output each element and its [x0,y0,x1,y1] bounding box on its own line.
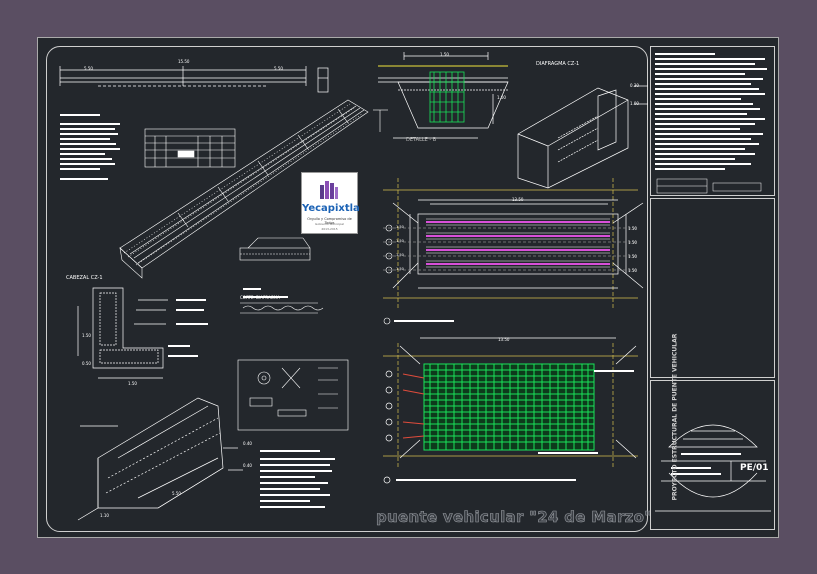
dim-plan-row-4: 1.50 [628,268,637,273]
dim-rebar-span: 13.50 [498,337,510,342]
drawing-area-border [46,46,648,532]
rebar-note-2 [538,452,598,454]
dim-deck-top: 1.50 [440,52,449,57]
drawing-linework [59,52,648,521]
diaphragm-3d [517,85,648,189]
logo-subtitle: Gobierno Municipal [315,222,344,226]
dim-plan-row-1: 1.50 [628,226,637,231]
dim-plan-span: 13.50 [512,197,524,202]
rebar-plan-mesh [423,363,595,451]
label-diafragma: DIAFRAGMA CZ-1 [536,61,580,67]
rebar-plan-marks [402,373,425,439]
sheet-title: puente vehicular "24 de Marzo" [376,508,653,526]
label-cabezal: CABEZAL CZ-1 [66,275,103,281]
municipality-logo: Yecapixtla Orgullo y Compromiso de Todos… [301,172,360,234]
tb-sheet-info [650,380,775,530]
rebar-plan-frame [383,337,638,484]
slab-details [237,237,349,431]
tb-blank [650,198,775,378]
label-detalle: DETALLE - B [406,137,437,143]
deck-cross-section [378,52,509,139]
dim-foot-c: 5.50 [172,491,181,496]
wingwall-3d [77,397,243,521]
dim-foot-b: 0.40 [243,463,252,468]
plan-view [383,178,644,308]
rebar-caption [396,479,576,481]
rebar-note-1 [594,370,634,372]
dim-plan-row-2: 1.50 [628,240,637,245]
plan-markers [383,224,393,325]
dim-diaf-a: 0.30 [630,83,639,88]
logo-name: Yecapixtla [302,203,360,214]
cabezal-notes [168,299,208,357]
plan-girders [426,221,610,265]
top-elevation [59,66,329,93]
dim-plan-left-3: 1.50 [396,253,404,257]
label-corte: CORTE: DIAFRAGMA [240,295,280,300]
tb-general-notes [650,46,775,196]
sheet-number: PE/01 [740,463,769,473]
dim-plan-left-2: 1.50 [396,239,404,243]
deck-rebar [429,71,465,123]
dim-plan-left-4: 1.50 [396,267,404,271]
cabezal-section [77,287,168,379]
dim-top-left: 5.50 [84,66,93,71]
logo-period: 2013-2015 [321,227,338,231]
dim-deck-side: 1.00 [497,95,506,100]
logo-emblem-icon [320,181,338,199]
plan-girder-edges [426,218,610,268]
dim-plan-left-1: 1.50 [396,225,404,229]
drawing-sheet: Yecapixtla Orgullo y Compromiso de Todos… [37,37,779,538]
dim-foot-d: 1.10 [100,513,109,518]
logo-slogan: Orgullo y Compromiso de Todos [307,217,352,225]
dim-foot-a: 0.40 [243,441,252,446]
dim-plan-row-3: 1.50 [628,254,637,259]
tb-sheet-graphics [655,424,771,512]
dim-top-right: 5.50 [274,66,283,71]
dim-cab-height: 1.50 [82,333,91,338]
project-label: PROYECTO ESTRUCTURAL DE PUENTE VEHICULAR [671,333,679,501]
dim-top-total: 15.50 [178,59,190,64]
notes-middle [243,288,335,508]
tb-notes-lines [655,53,767,194]
plan-caption [394,320,454,322]
dim-cab-base: 1.50 [128,381,137,386]
rebar-table [144,128,236,168]
dim-diaf-b: 1.00 [630,101,639,106]
title-block: PE/01 PROYECTO ESTRUCTURAL DE PUENTE VEH… [650,46,775,530]
isometric-beam [119,99,388,279]
dim-cab-low: 0.50 [82,361,91,366]
notes-left [60,114,120,180]
